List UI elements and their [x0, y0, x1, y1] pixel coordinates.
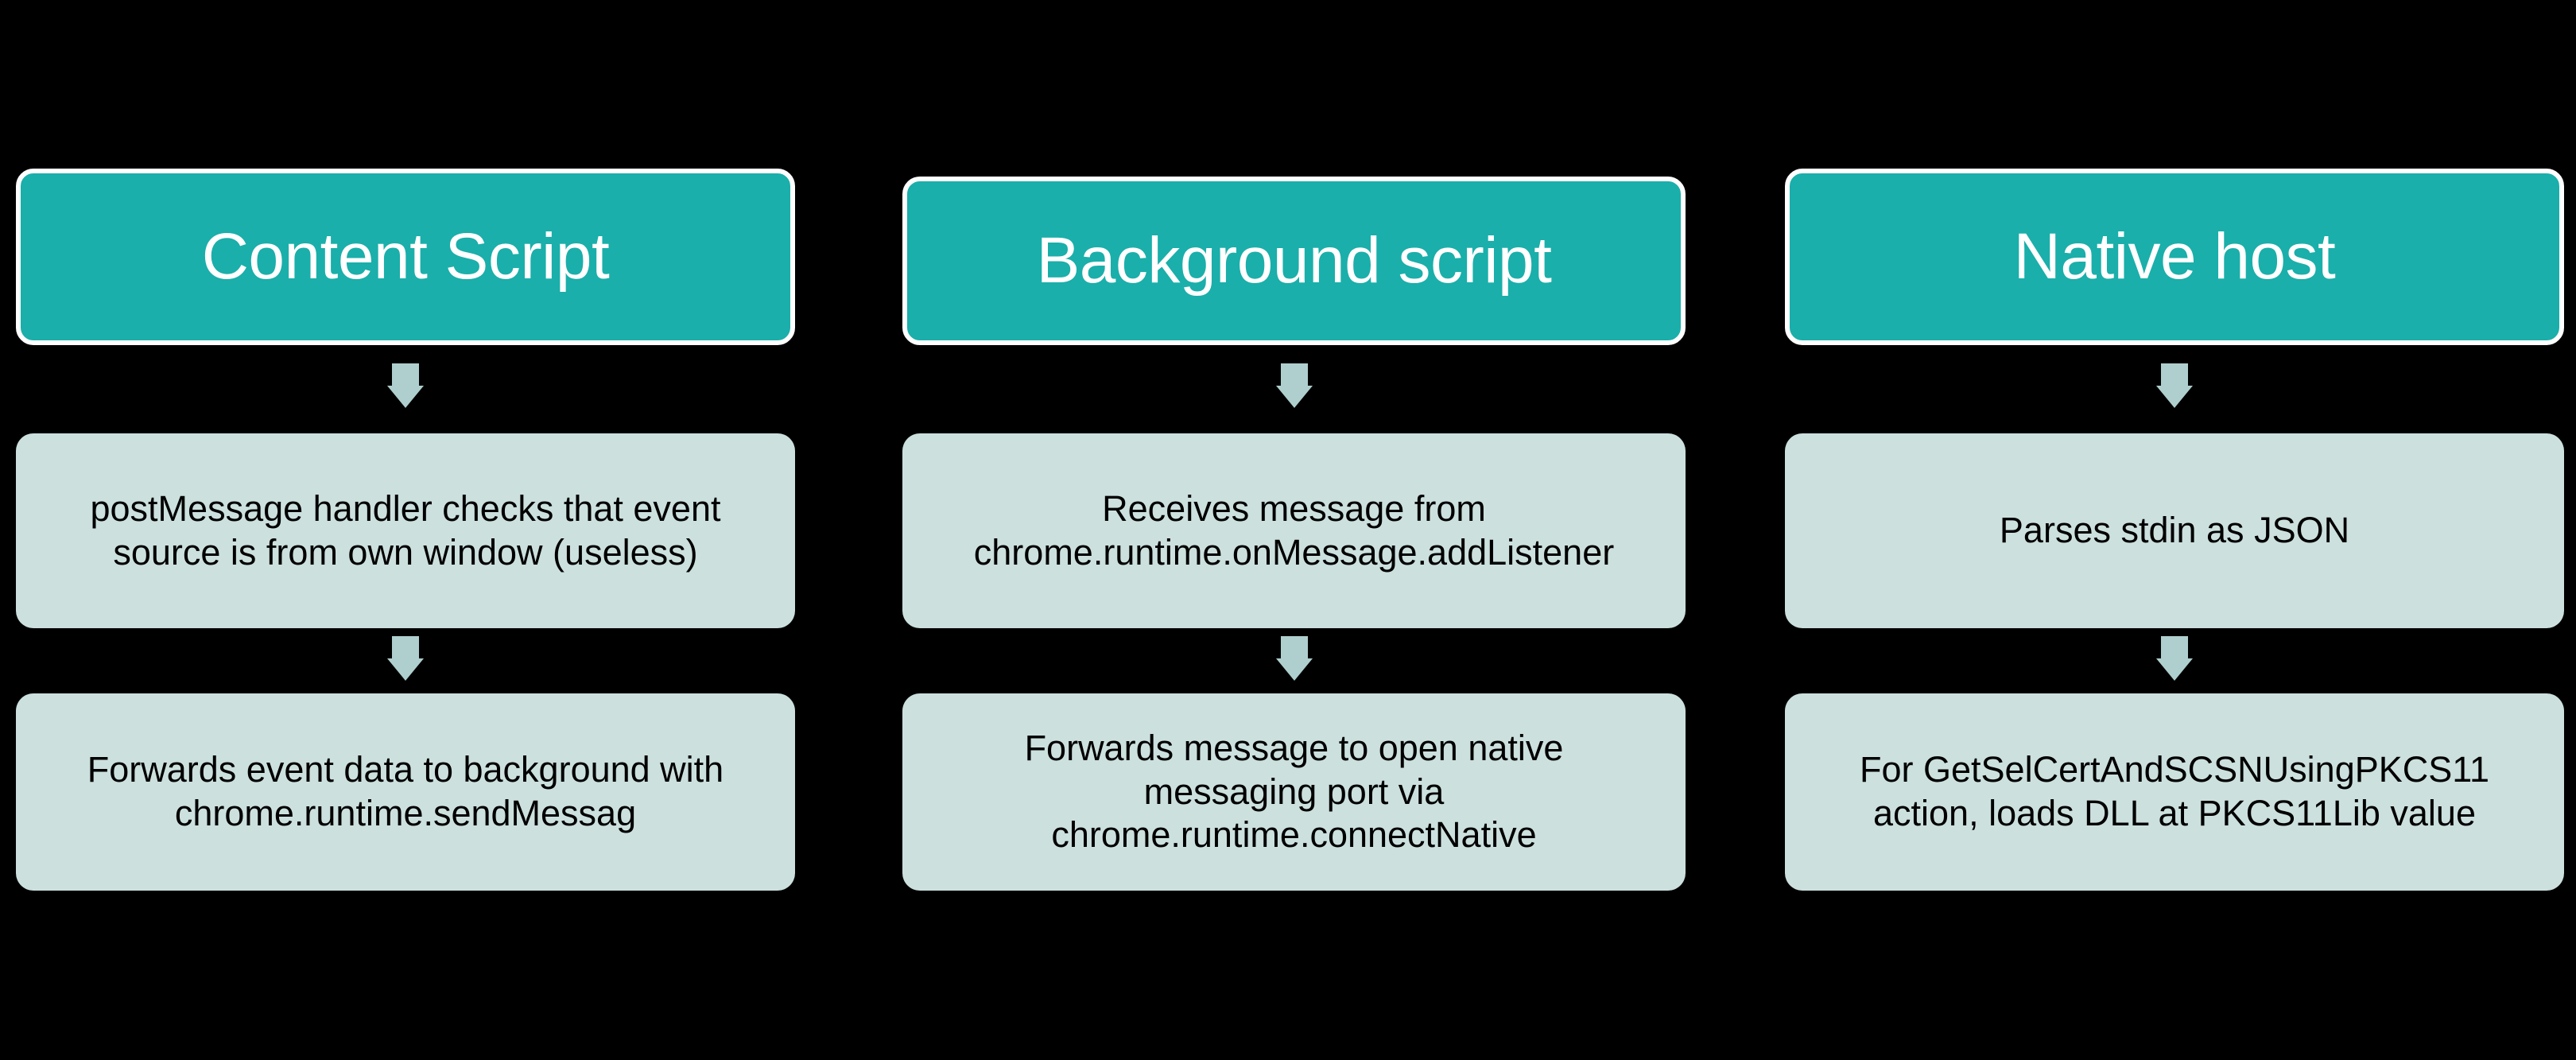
flow-column-native-host: Native host Parses stdin as JSON For Get… — [1785, 0, 2564, 1060]
arrow-down-icon — [1275, 363, 1313, 408]
flow-node-step-content-script-1[interactable]: postMessage handler checks that event so… — [16, 433, 795, 628]
arrow-head — [387, 386, 424, 408]
arrow-shaft — [1280, 363, 1308, 386]
arrow-head — [1275, 386, 1313, 408]
arrow-shaft — [392, 363, 419, 386]
arrow-shaft — [2161, 363, 2188, 386]
arrow-shaft — [2161, 636, 2188, 658]
flow-node-header-background-script[interactable]: Background script — [902, 177, 1686, 345]
arrow-down-icon — [387, 636, 424, 681]
arrow-down-icon — [1275, 636, 1313, 681]
flow-node-header-native-host[interactable]: Native host — [1785, 169, 2564, 345]
arrow-shaft — [392, 636, 419, 658]
flow-node-step-native-host-2[interactable]: For GetSelCertAndSCSNUsingPKCS11 action,… — [1785, 693, 2564, 891]
flow-node-step-background-script-1[interactable]: Receives message from chrome.runtime.onM… — [902, 433, 1686, 628]
flow-node-step-background-script-2[interactable]: Forwards message to open native messagin… — [902, 693, 1686, 891]
arrow-shaft — [1280, 636, 1308, 658]
arrow-head — [1275, 658, 1313, 681]
flow-column-content-script: Content Script postMessage handler check… — [16, 0, 795, 1060]
arrow-head — [2156, 386, 2193, 408]
flow-node-step-content-script-2[interactable]: Forwards event data to background with c… — [16, 693, 795, 891]
arrow-head — [2156, 658, 2193, 681]
flow-column-background-script: Background script Receives message from … — [902, 0, 1686, 1060]
arrow-down-icon — [2156, 363, 2193, 408]
flow-node-header-content-script[interactable]: Content Script — [16, 169, 795, 345]
flow-node-step-native-host-1[interactable]: Parses stdin as JSON — [1785, 433, 2564, 628]
arrow-down-icon — [387, 363, 424, 408]
arrow-down-icon — [2156, 636, 2193, 681]
arrow-head — [387, 658, 424, 681]
